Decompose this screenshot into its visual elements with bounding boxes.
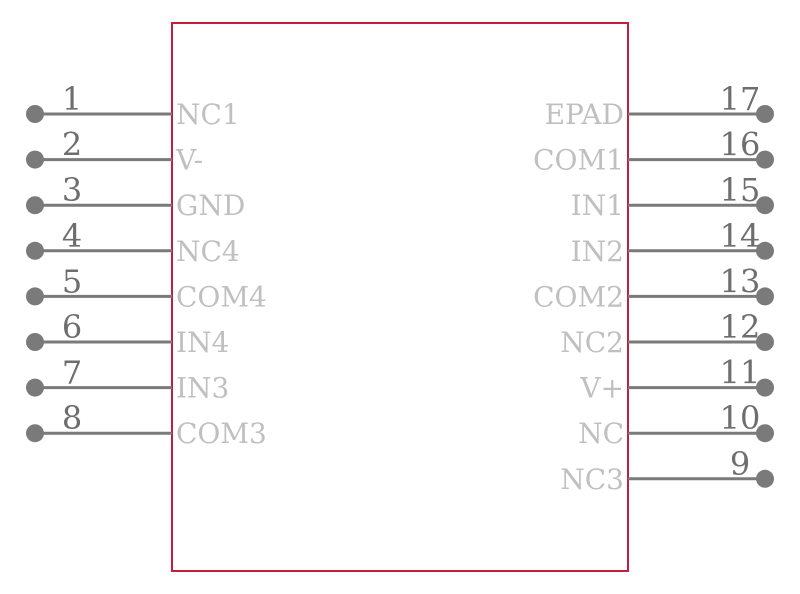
pin-5: 5 COM4 xyxy=(26,262,267,313)
pin-14-label: IN2 xyxy=(571,235,624,268)
pin-11-number: 11 xyxy=(720,354,761,392)
pin-7-label: IN3 xyxy=(176,372,229,405)
pin-15: 15 IN1 xyxy=(571,171,774,222)
pin-15-terminal-dot[interactable] xyxy=(756,196,774,215)
pin-8-number: 8 xyxy=(62,399,82,437)
pin-1: 1 NC1 xyxy=(26,80,240,131)
pin-8: 8 COM3 xyxy=(26,399,267,450)
pin-8-terminal-dot[interactable] xyxy=(26,424,44,443)
pin-14-number: 14 xyxy=(720,217,761,255)
pin-10-terminal-dot[interactable] xyxy=(756,424,774,443)
pin-9-number: 9 xyxy=(730,445,750,483)
pin-7: 7 IN3 xyxy=(26,354,229,405)
pin-16-label: COM1 xyxy=(533,144,624,177)
pin-10-label: NC xyxy=(578,417,624,450)
pin-9-label: NC3 xyxy=(560,463,624,496)
pin-12: 12 NC2 xyxy=(560,308,774,359)
pin-13: 13 COM2 xyxy=(533,262,774,313)
pin-11-label: V+ xyxy=(579,372,624,405)
pin-13-number: 13 xyxy=(720,262,761,300)
pin-6-label: IN4 xyxy=(176,326,229,359)
pin-14-terminal-dot[interactable] xyxy=(756,241,774,260)
pin-15-number: 15 xyxy=(720,171,761,209)
pin-13-terminal-dot[interactable] xyxy=(756,287,774,306)
right-pin-group: 17EPAD16COM115IN114IN213COM212NC211V+10N… xyxy=(533,80,774,496)
pin-13-label: COM2 xyxy=(533,280,624,313)
pin-9: 9 NC3 xyxy=(560,445,774,496)
pin-16: 16 COM1 xyxy=(533,126,774,177)
pin-17-number: 17 xyxy=(720,80,761,118)
pin-2-label: V- xyxy=(175,144,203,177)
pin-3-terminal-dot[interactable] xyxy=(26,196,44,215)
pin-7-number: 7 xyxy=(62,354,82,392)
pin-10: 10 NC xyxy=(578,399,774,450)
pin-11-terminal-dot[interactable] xyxy=(756,378,774,397)
pin-17-terminal-dot[interactable] xyxy=(756,105,774,123)
pin-4-terminal-dot[interactable] xyxy=(26,241,44,260)
pin-10-number: 10 xyxy=(720,399,761,437)
left-pin-group: 1 NC1 2 V- 3 GND 4 NC4 5 COM4 6 IN4 7 IN3 8 COM3 xyxy=(26,80,267,450)
pin-1-terminal-dot[interactable] xyxy=(26,105,44,123)
pin-3-number: 3 xyxy=(62,171,82,209)
pin-4-label: NC4 xyxy=(176,235,240,268)
pin-1-label: NC1 xyxy=(176,98,240,131)
pin-4: 4 NC4 xyxy=(26,217,240,268)
pin-4-number: 4 xyxy=(62,217,82,255)
pin-17-label: EPAD xyxy=(545,98,624,131)
pin-3-label: GND xyxy=(176,189,245,222)
pin-12-label: NC2 xyxy=(560,326,624,359)
pin-9-terminal-dot[interactable] xyxy=(756,469,774,488)
pin-16-terminal-dot[interactable] xyxy=(756,150,774,169)
pin-3: 3 GND xyxy=(26,171,245,222)
pin-5-number: 5 xyxy=(62,262,82,300)
pin-14: 14 IN2 xyxy=(571,217,774,268)
pin-8-label: COM3 xyxy=(176,417,267,450)
pin-6-terminal-dot[interactable] xyxy=(26,333,44,351)
pin-5-terminal-dot[interactable] xyxy=(26,287,44,306)
pin-12-terminal-dot[interactable] xyxy=(756,333,774,351)
pin-2: 2 V- xyxy=(26,126,203,177)
pin-2-terminal-dot[interactable] xyxy=(26,150,44,169)
pin-12-number: 12 xyxy=(720,308,761,346)
pin-1-number: 1 xyxy=(62,80,82,118)
pin-6: 6 IN4 xyxy=(26,308,229,359)
pin-7-terminal-dot[interactable] xyxy=(26,378,44,397)
pin-16-number: 16 xyxy=(720,126,761,164)
pin-11: 11 V+ xyxy=(579,354,774,405)
pin-6-number: 6 xyxy=(62,308,82,346)
pin-15-label: IN1 xyxy=(571,189,624,222)
pin-2-number: 2 xyxy=(62,126,82,164)
pin-5-label: COM4 xyxy=(176,280,267,313)
pin-17: 17 EPAD xyxy=(545,80,774,131)
